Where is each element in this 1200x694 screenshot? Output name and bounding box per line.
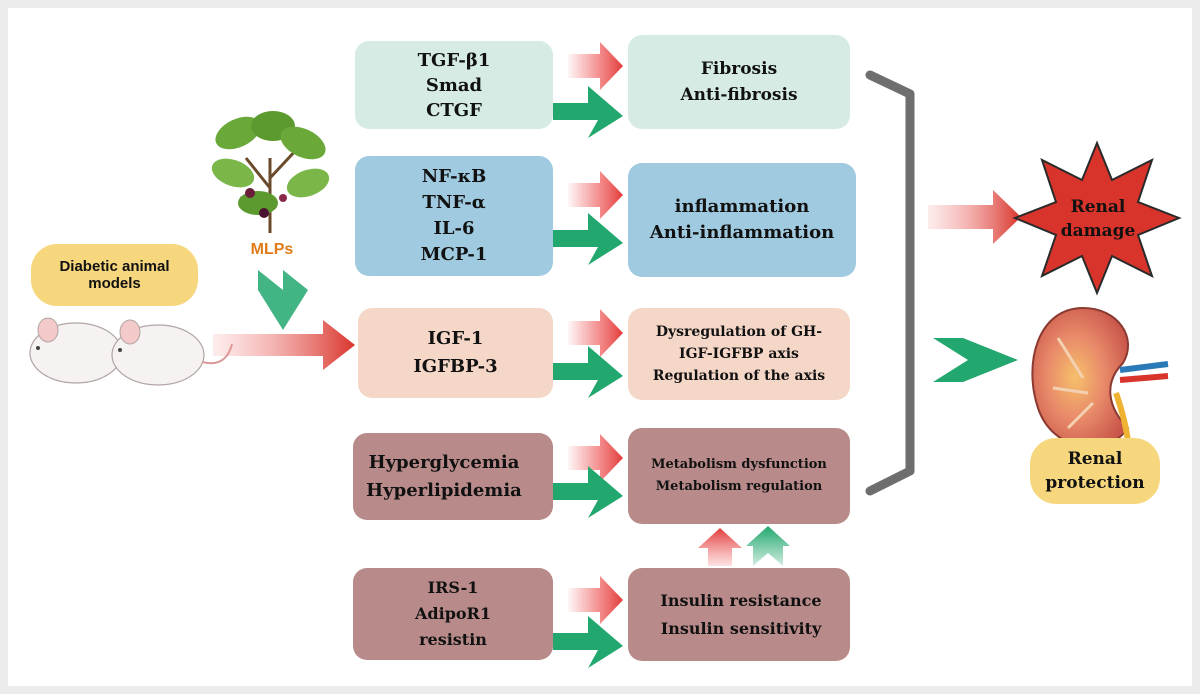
mulberry-leaf-plant-icon: [211, 111, 330, 233]
mouse-icon: [29, 317, 159, 384]
text-line: CTGF: [426, 99, 482, 121]
burst-star-icon: [1012, 140, 1182, 296]
text-line: Metabolism regulation: [655, 479, 823, 494]
text-line: Insulin sensitivity: [660, 618, 822, 638]
text-line: inflammation: [674, 196, 810, 217]
text-line: Renal: [1070, 197, 1126, 217]
insulin-to-metabolism-pink-arrow: [698, 528, 742, 566]
text-line: IRS-1: [427, 578, 479, 597]
pathway-metabolism-pink-arrow: [568, 434, 623, 482]
pathway-fibrosis-green-arrow: [553, 86, 623, 138]
text-line: Fibrosis: [700, 59, 778, 79]
text-line: Insulin resistance: [660, 590, 822, 610]
text-line: protection: [1045, 473, 1145, 493]
text-line: IGF-IGFBP axis: [679, 346, 799, 362]
text-line: AdipoR1: [415, 604, 491, 623]
text-line: TNF-α: [422, 192, 486, 213]
insulin-to-metabolism-green-arrow: [746, 526, 790, 566]
text-line: Hyperlipidemia: [366, 479, 522, 501]
text-line: Hyperglycemia: [368, 451, 520, 473]
text-line: Anti-fibrosis: [680, 85, 798, 105]
text-line: TGF-β1: [417, 49, 491, 71]
pathway-fibrosis-pink-arrow: [568, 42, 623, 90]
text-line: MCP-1: [420, 244, 488, 265]
pathway-insulin-pink-arrow: [568, 576, 623, 624]
text-line: IL-6: [433, 218, 475, 239]
text-line: Regulation of the axis: [652, 368, 826, 384]
pathway-gh-axis-green-arrow: [553, 346, 623, 398]
diagram-graphics: [29, 42, 1182, 668]
mouse-icon: [111, 319, 233, 386]
text-line: IGFBP-3: [413, 356, 498, 377]
renal-protection-label: Renal protection: [1030, 438, 1160, 504]
agent-down-arrow: [258, 270, 308, 330]
pathway-gh-axis-pink-arrow: [568, 309, 623, 357]
text-line: NF-κB: [421, 166, 487, 187]
pathway-metabolism-green-arrow: [553, 466, 623, 518]
pathway-inflammation-green-arrow: [553, 213, 623, 265]
text-line: Renal: [1067, 449, 1123, 469]
pathway-inflammation-pink-arrow: [568, 171, 623, 219]
text-line: Anti-inflammation: [649, 222, 835, 243]
renal-damage-label: Renal damage: [1048, 193, 1148, 245]
convergence-bracket: [865, 70, 915, 496]
text-line: Diabetic animal: [59, 258, 170, 275]
text-line: damage: [1060, 221, 1136, 241]
text-line: models: [88, 275, 141, 292]
pathway-insulin-green-arrow: [553, 616, 623, 668]
text-line: Smad: [425, 74, 483, 96]
text-line: Metabolism dysfunction: [651, 457, 827, 472]
text-line: IGF-1: [427, 328, 484, 349]
text-line: resistin: [419, 630, 487, 649]
protection-arrow: [933, 338, 1018, 382]
text-line: Dysregulation of GH-: [655, 324, 823, 340]
damage-arrow: [928, 190, 1021, 244]
entry-arrow: [213, 320, 355, 370]
mlps-label: MLPs: [250, 241, 294, 258]
